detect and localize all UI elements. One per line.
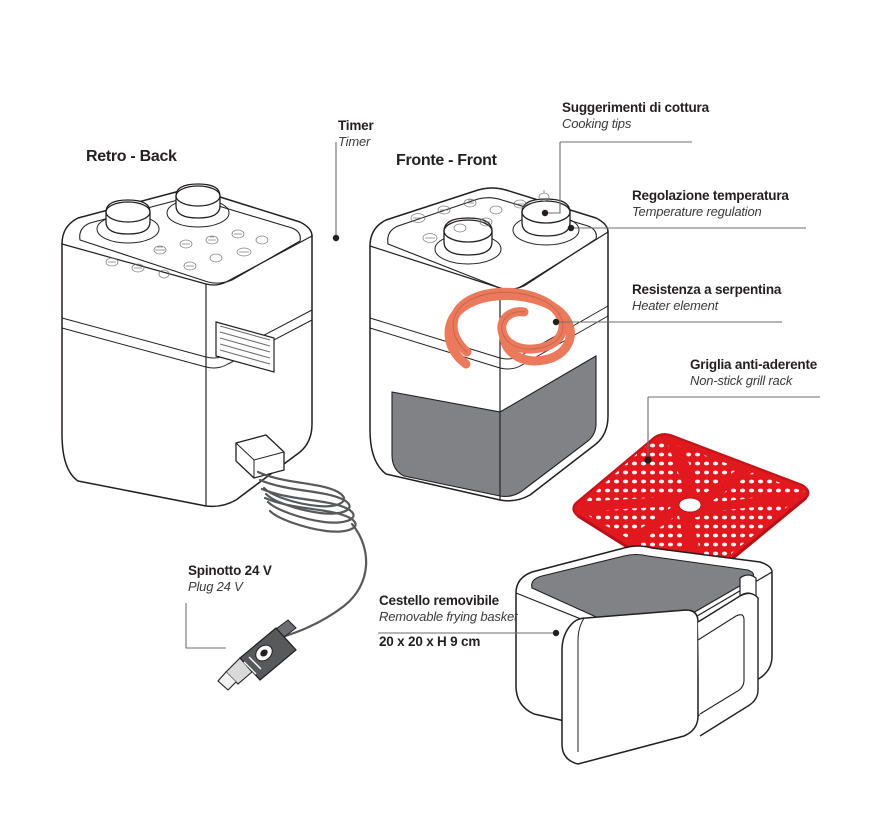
leader-lines xyxy=(185,141,820,649)
callout-basket: Cestello removibile Removable frying bas… xyxy=(379,593,518,651)
control-panel-icons-back xyxy=(105,229,269,279)
callout-cooking-tips-italian: Suggerimenti di cottura xyxy=(562,100,709,115)
callout-grill-rack-italian: Griglia anti-aderente xyxy=(690,357,818,372)
heading-front: Fronte - Front xyxy=(396,152,497,169)
heater-element-outline xyxy=(452,291,564,353)
callout-basket-dimension: 20 x 20 x H 9 cm xyxy=(379,634,481,650)
callout-heater-italian: Resistenza a serpentina xyxy=(632,282,782,297)
callout-temperature: Regolazione temperatura Temperature regu… xyxy=(632,188,789,220)
callout-grill-rack-english: Non-stick grill rack xyxy=(690,373,793,389)
vent-grille-icon xyxy=(215,321,275,373)
back-knob-left xyxy=(96,199,160,244)
heater-element-illustration xyxy=(444,287,575,369)
callout-cooking-tips: Suggerimenti di cottura Cooking tips xyxy=(562,100,709,132)
leader-dot-timer xyxy=(332,234,340,242)
callout-plug-italian: Spinotto 24 V xyxy=(188,563,272,578)
callout-plug: Spinotto 24 V Plug 24 V xyxy=(188,563,272,595)
back-unit-illustration xyxy=(61,189,313,508)
callout-basket-english: Removable frying basket xyxy=(379,609,518,625)
back-knob-right xyxy=(166,183,230,228)
drawer-front-panel xyxy=(391,355,597,497)
heading-back: Retro - Back xyxy=(86,148,177,165)
callout-timer-english: Timer xyxy=(338,134,371,150)
callout-cooking-tips-english: Cooking tips xyxy=(562,116,632,132)
callout-timer-italian: Timer xyxy=(338,118,374,133)
control-panel-icons-front xyxy=(410,190,550,243)
callout-plug-english: Plug 24 V xyxy=(188,579,243,595)
plug-24v-illustration xyxy=(217,619,297,691)
power-cord xyxy=(256,470,368,641)
power-socket xyxy=(235,434,285,479)
leader-plug xyxy=(185,603,226,649)
frying-basket-illustration xyxy=(515,545,773,765)
leader-dot-cookingtips xyxy=(541,209,549,217)
leader-dot-grill xyxy=(644,456,652,464)
callout-heater: Resistenza a serpentina Heater element xyxy=(632,282,781,314)
leader-dot-basket xyxy=(552,629,560,637)
callout-grill-rack: Griglia anti-aderente Non-stick grill ra… xyxy=(690,357,817,389)
callout-heater-english: Heater element xyxy=(632,298,719,314)
callout-timer: Timer Timer xyxy=(338,118,374,150)
leader-dot-temperature xyxy=(567,224,575,232)
leader-dots xyxy=(332,209,652,637)
leader-dot-heater xyxy=(552,318,560,326)
callout-temperature-italian: Regolazione temperatura xyxy=(632,188,789,203)
callout-temperature-english: Temperature regulation xyxy=(632,204,762,220)
callout-basket-italian: Cestello removibile xyxy=(379,593,499,608)
front-knob-timer xyxy=(434,217,502,265)
leader-cookingtips xyxy=(545,142,561,214)
